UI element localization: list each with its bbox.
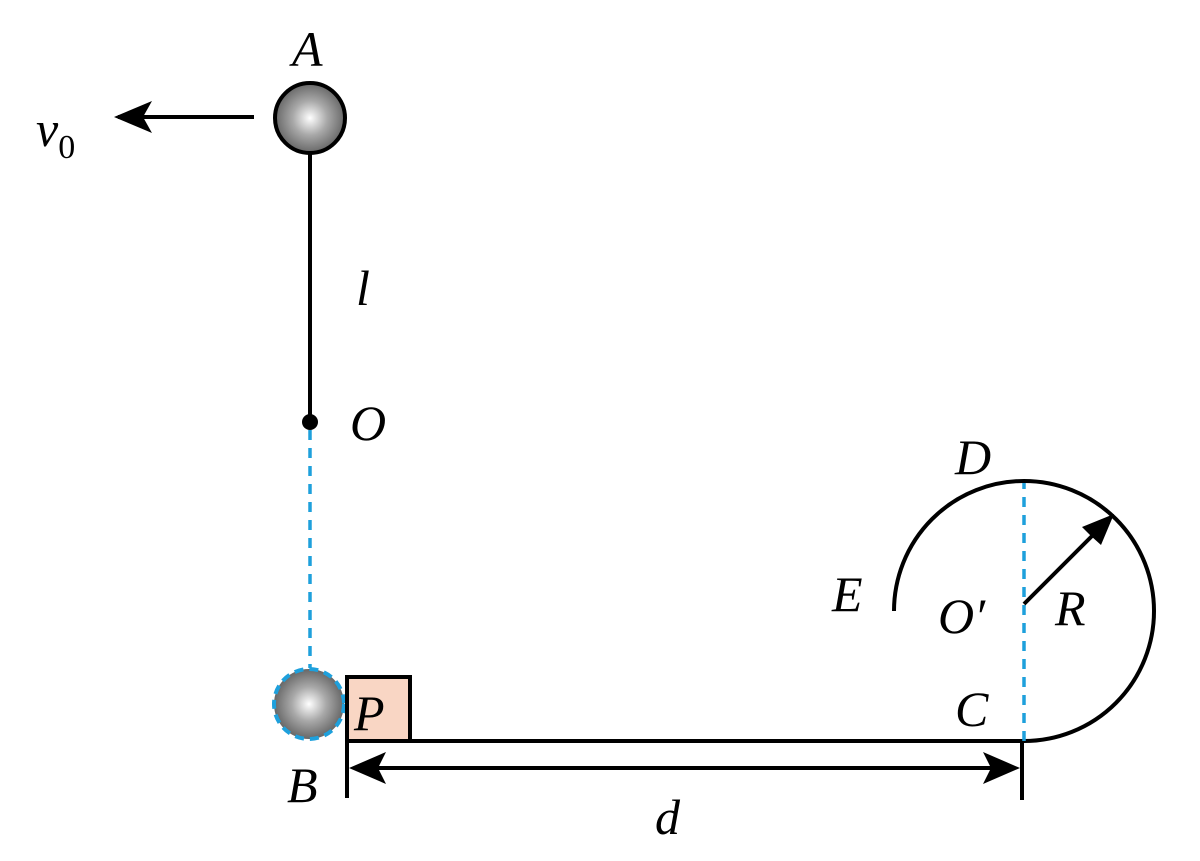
label-e: E	[831, 566, 863, 622]
block-p	[345, 675, 412, 743]
circular-track	[892, 479, 1156, 743]
label-v: v0	[36, 101, 75, 166]
ball-b	[272, 667, 346, 741]
label-o-prime: O′	[938, 588, 986, 644]
label-c: C	[955, 681, 989, 737]
label-b: B	[287, 757, 318, 813]
ball-a	[273, 81, 347, 155]
radius-arrow	[1022, 526, 1102, 606]
radius-arrow-head	[1082, 514, 1114, 545]
label-d: d	[655, 789, 681, 845]
pivot-point-o	[302, 414, 318, 430]
velocity-arrow-head	[114, 101, 152, 133]
label-r: R	[1054, 580, 1086, 636]
label-d-point: D	[954, 429, 991, 485]
label-a: A	[289, 21, 323, 77]
label-l: l	[356, 260, 370, 316]
label-o: O	[350, 395, 386, 451]
label-p: P	[353, 685, 385, 741]
distance-arrow-left-head	[349, 752, 386, 784]
distance-arrow-right-head	[983, 752, 1020, 784]
